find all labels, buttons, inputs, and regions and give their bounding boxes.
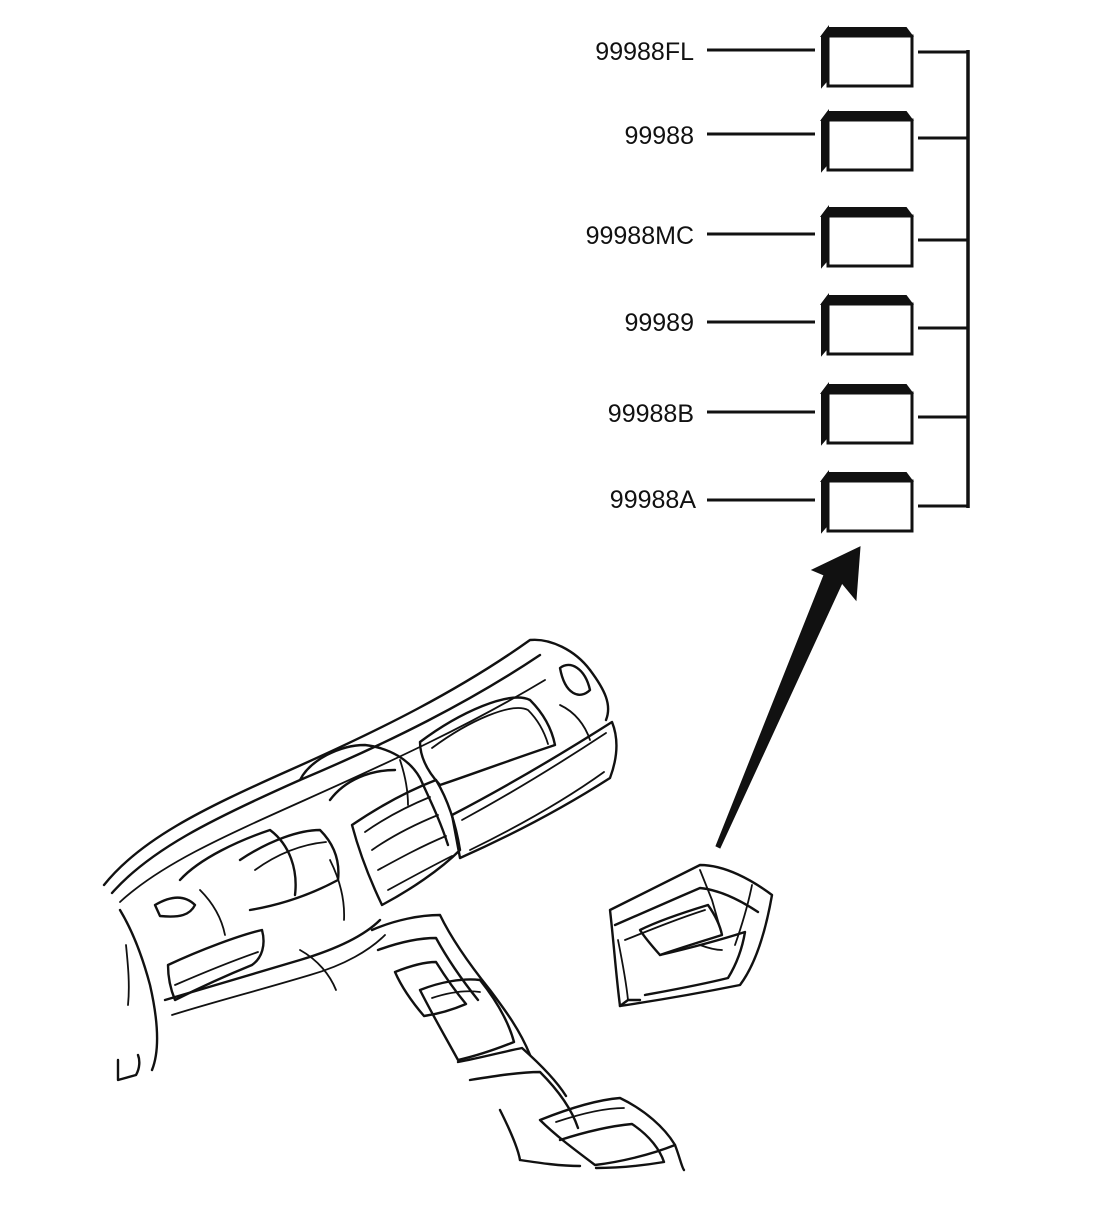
part-box xyxy=(820,293,914,357)
part-box xyxy=(820,25,914,89)
part-number-label: 99988FL xyxy=(595,38,694,66)
part-row-99988a: 99988A xyxy=(610,470,968,534)
part-box xyxy=(820,382,914,446)
part-list: 99988FL 99988 99988MC xyxy=(586,25,970,534)
box-front-face xyxy=(826,479,914,533)
part-box xyxy=(820,109,914,173)
part-number-label: 99988MC xyxy=(586,222,694,250)
vehicle-dashboard-illustration xyxy=(102,638,686,1172)
box-front-face xyxy=(826,391,914,445)
part-number-label: 99988A xyxy=(610,486,697,514)
part-number-label: 99989 xyxy=(624,309,694,337)
box-front-face xyxy=(826,118,914,172)
part-box xyxy=(820,205,914,269)
part-row-99988: 99988 xyxy=(624,109,968,173)
part-row-99988b: 99988B xyxy=(608,382,968,446)
pointer-arrow xyxy=(715,546,861,849)
glove-box-illustration xyxy=(608,863,774,1008)
part-number-label: 99988B xyxy=(608,400,694,428)
box-front-face xyxy=(826,34,914,88)
part-number-label: 99988 xyxy=(624,122,694,150)
part-row-99988mc: 99988MC xyxy=(586,205,968,269)
part-row-99989: 99989 xyxy=(624,293,968,357)
part-row-99988fl: 99988FL xyxy=(595,25,968,89)
box-front-face xyxy=(826,302,914,356)
part-box xyxy=(820,470,914,534)
box-front-face xyxy=(826,214,914,268)
